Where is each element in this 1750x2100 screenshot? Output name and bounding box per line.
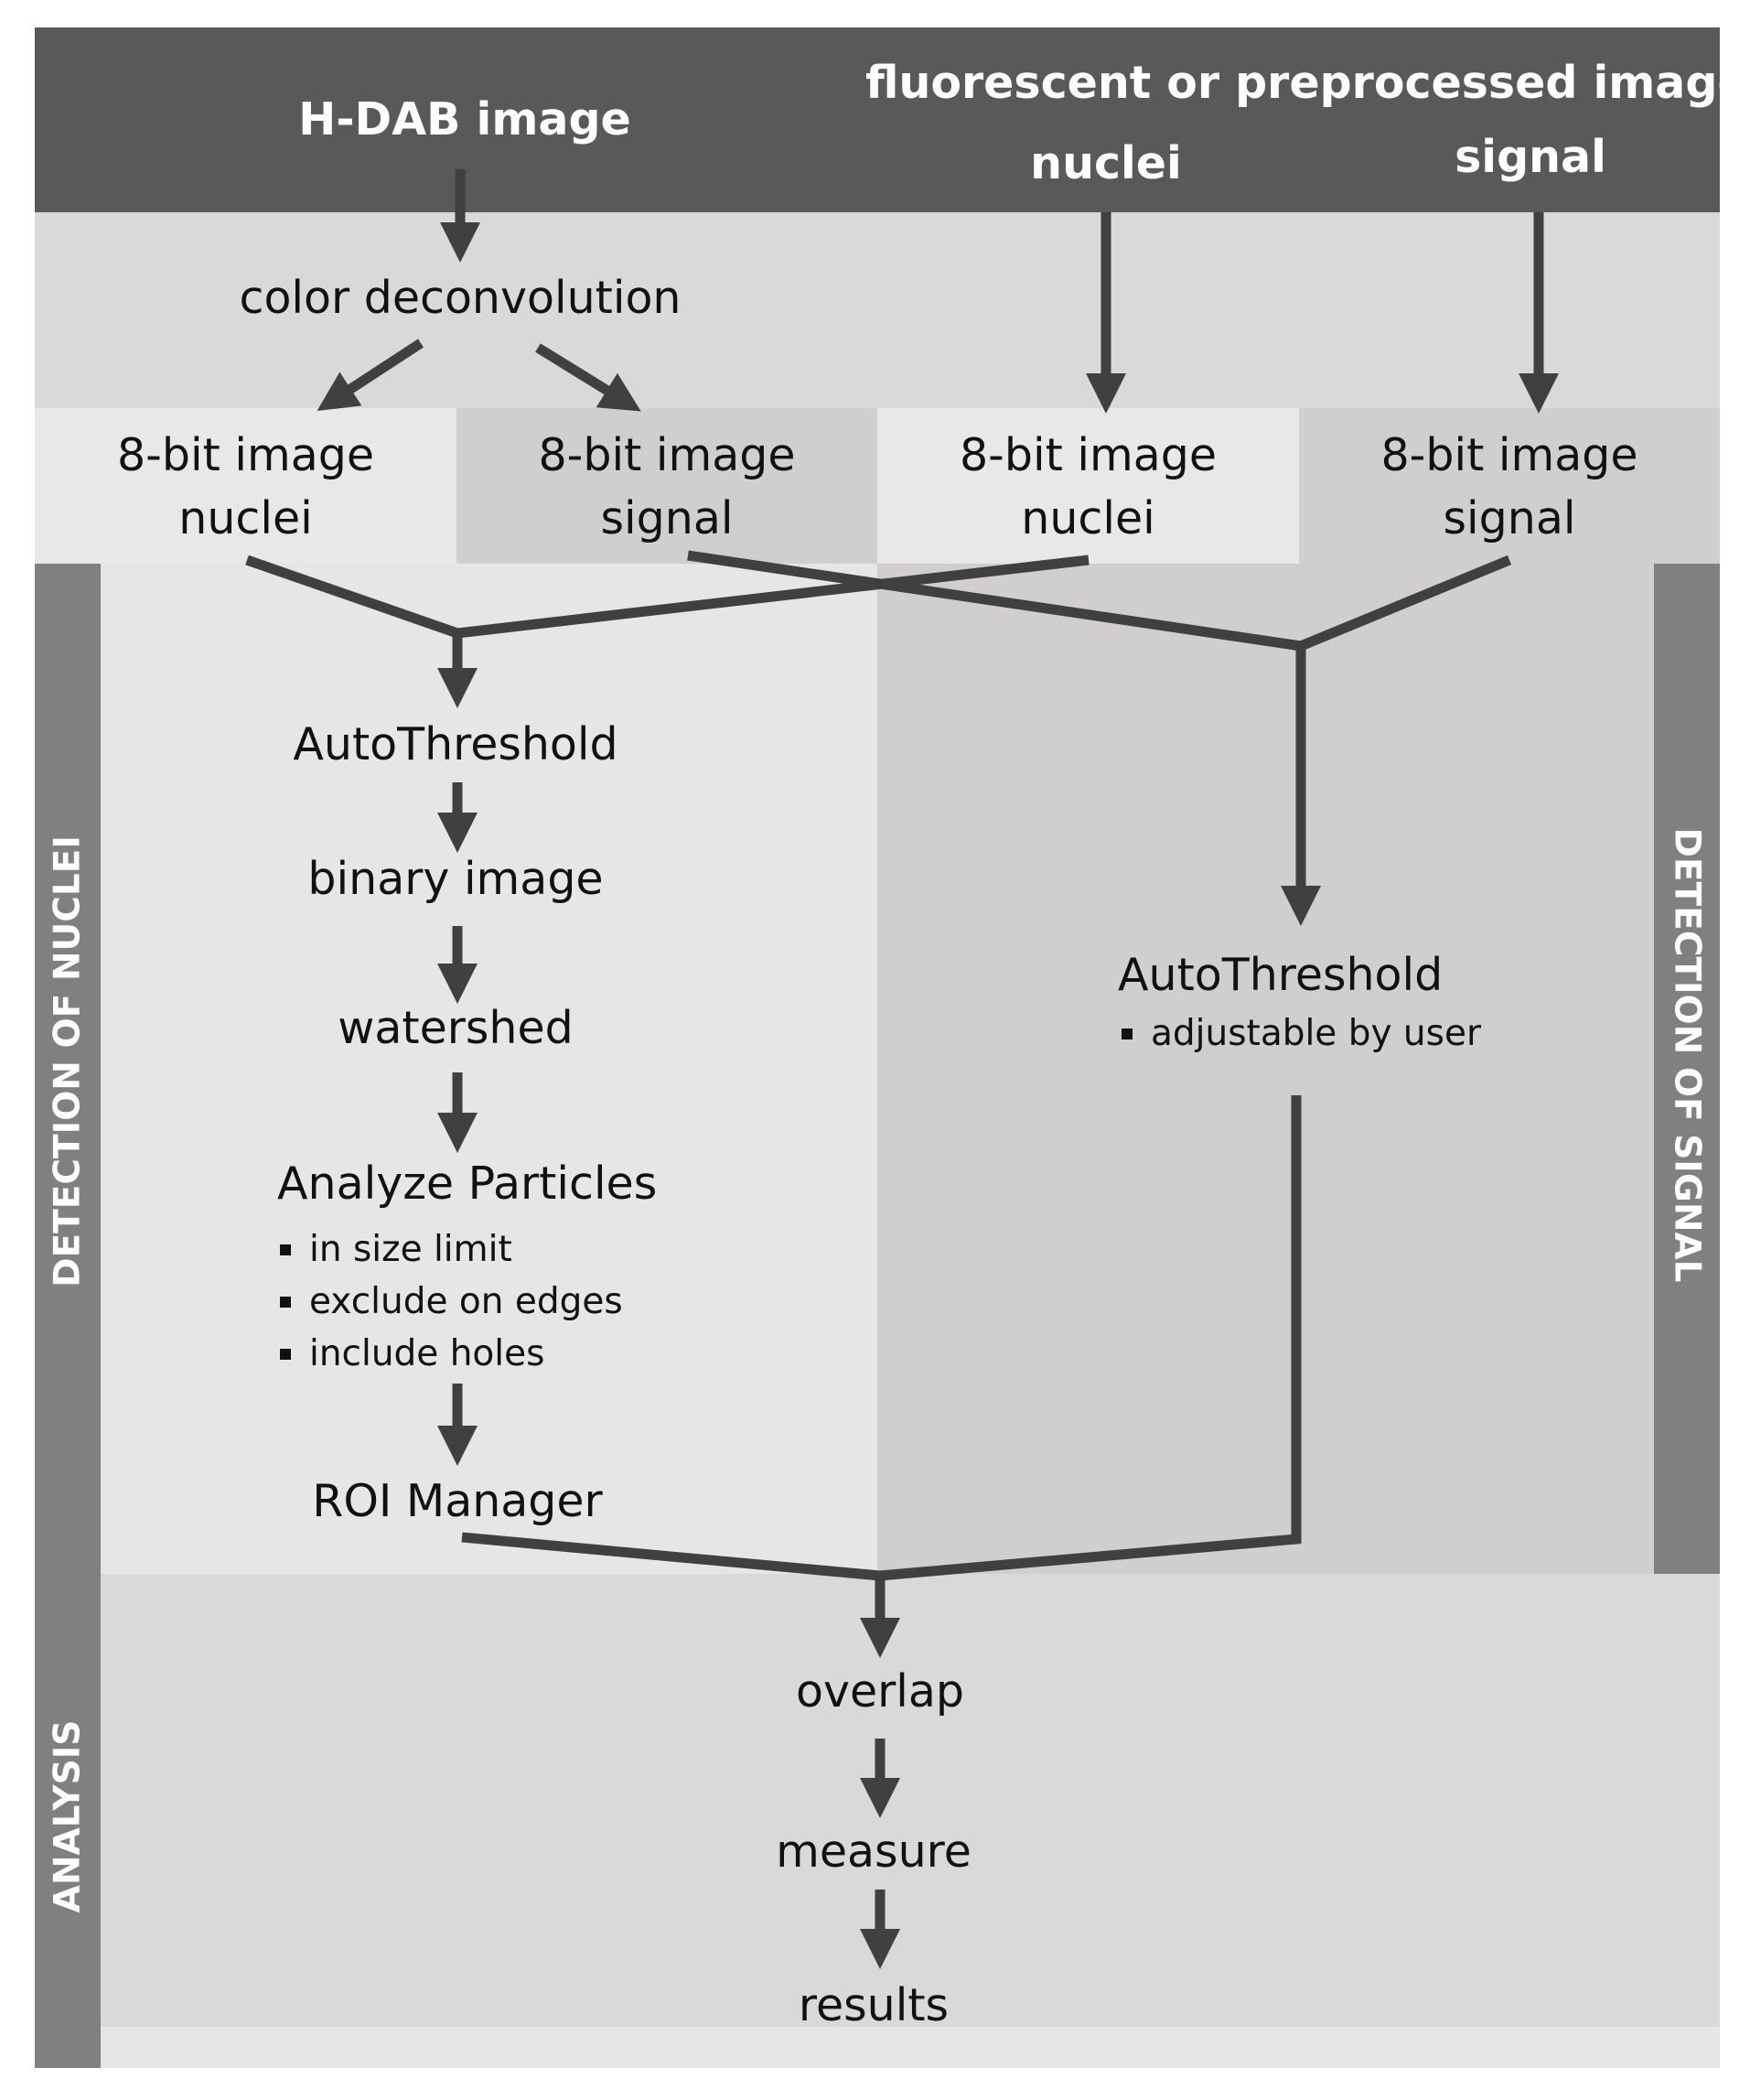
analysis-label: ANALYSIS bbox=[47, 1719, 89, 1913]
box4-line1: 8-bit image bbox=[1380, 429, 1638, 481]
autothreshold-signal-step: AutoThreshold bbox=[1118, 949, 1444, 1001]
color-deconvolution-step: color deconvolution bbox=[239, 272, 682, 324]
analyze-option-item: include holes bbox=[280, 1328, 623, 1380]
analyze-option-item: in size limit bbox=[280, 1223, 623, 1276]
bullet-icon bbox=[280, 1348, 291, 1360]
bullet-icon bbox=[280, 1296, 291, 1308]
detection-of-signal-label: DETECTION OF SIGNAL bbox=[1666, 827, 1708, 1283]
overlap-step: overlap bbox=[795, 1665, 965, 1718]
binary-image-step: binary image bbox=[307, 853, 604, 905]
fluorescent-images-label: fluorescent or preprocessed images bbox=[865, 57, 1750, 109]
analyze-options-list: in size limit exclude on edges include h… bbox=[280, 1223, 623, 1380]
analysis-side-bar bbox=[35, 1574, 101, 2068]
box1-line1: 8-bit image bbox=[117, 429, 374, 481]
connector-roi-to-merge bbox=[461, 1532, 881, 1581]
fluor-nuclei-label: nuclei bbox=[1030, 137, 1182, 189]
box2-text: 8-bit image signal bbox=[456, 424, 877, 550]
nuclei-side-bar bbox=[35, 564, 101, 1574]
results-step: results bbox=[798, 1979, 950, 2031]
bullet-icon bbox=[280, 1244, 291, 1255]
header-band bbox=[35, 27, 1720, 212]
box2-line1: 8-bit image bbox=[538, 429, 796, 481]
signal-side-bar bbox=[1654, 564, 1720, 1574]
connector-signal-merge-right bbox=[1298, 555, 1512, 652]
fluor-signal-label: signal bbox=[1455, 131, 1606, 183]
box-hdab-nuclei bbox=[35, 408, 456, 564]
roi-manager-step: ROI Manager bbox=[312, 1475, 603, 1527]
box4-line2: signal bbox=[1443, 492, 1576, 544]
autothreshold-nuclei-step: AutoThreshold bbox=[293, 718, 618, 770]
arrow-deconv-left bbox=[317, 339, 424, 412]
connector-nuclei-merge-right bbox=[456, 555, 1090, 639]
box-fluor-nuclei bbox=[877, 408, 1299, 564]
watershed-step: watershed bbox=[338, 1002, 574, 1054]
bottom-strip bbox=[35, 2027, 1720, 2068]
deconvolution-band bbox=[35, 212, 1720, 408]
connector-signal-merge-left bbox=[687, 550, 1302, 652]
detection-of-nuclei-label: DETECTION OF NUCLEI bbox=[47, 835, 89, 1287]
analyze-particles-step: Analyze Particles bbox=[277, 1158, 658, 1210]
box3-text: 8-bit image nuclei bbox=[877, 424, 1299, 550]
autothreshold-signal-option: adjustable by user bbox=[1122, 1013, 1481, 1054]
connector-signal-to-merge bbox=[879, 1095, 1302, 1581]
analyze-option-text: exclude on edges bbox=[309, 1281, 623, 1322]
box2-line2: signal bbox=[600, 492, 734, 544]
box1-text: 8-bit image nuclei bbox=[35, 424, 456, 550]
box-hdab-signal bbox=[456, 408, 877, 564]
analyze-option-text: include holes bbox=[309, 1333, 545, 1374]
arrow-deconv-right bbox=[535, 343, 641, 412]
box3-line1: 8-bit image bbox=[960, 429, 1217, 481]
box-fluor-signal bbox=[1299, 408, 1720, 564]
box3-line2: nuclei bbox=[1021, 492, 1155, 544]
bullet-icon bbox=[1122, 1028, 1133, 1039]
box1-line2: nuclei bbox=[178, 492, 313, 544]
box4-text: 8-bit image signal bbox=[1299, 424, 1720, 550]
connector-nuclei-merge-left bbox=[245, 555, 459, 639]
measure-step: measure bbox=[776, 1825, 972, 1878]
hdab-image-label: H-DAB image bbox=[298, 93, 631, 145]
analyze-option-item: exclude on edges bbox=[280, 1276, 623, 1328]
analyze-option-text: in size limit bbox=[309, 1229, 512, 1270]
autothreshold-signal-option-text: adjustable by user bbox=[1151, 1013, 1481, 1054]
